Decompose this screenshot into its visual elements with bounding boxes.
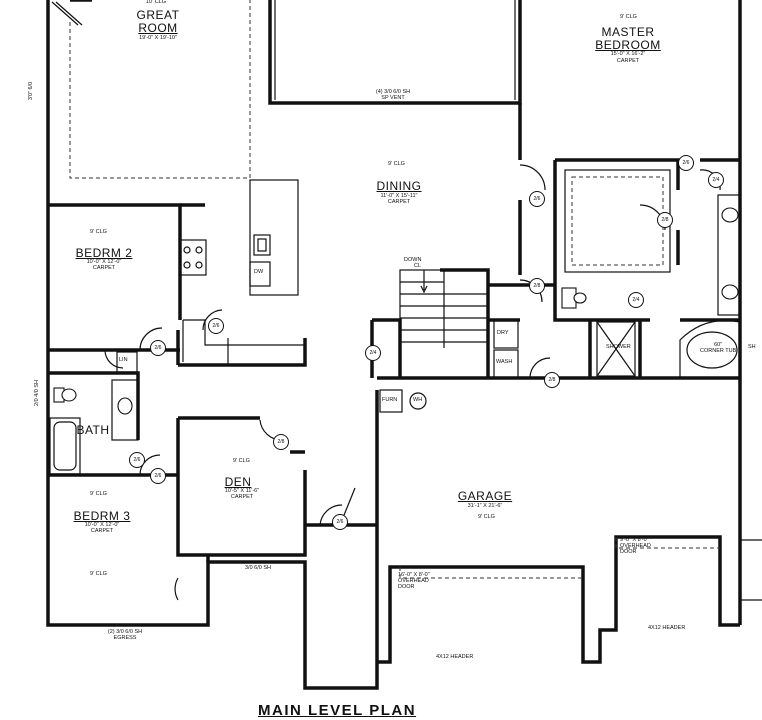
tub-head-label: 60" [714, 342, 723, 348]
master-name-line2: BEDROOM [595, 37, 661, 52]
water-heater-label: WH [413, 397, 423, 403]
great-room-ceiling: 10' CLG [146, 0, 167, 5]
overhead-door-9-line3: DOOR [620, 548, 637, 555]
shower-label: SHOWER [606, 344, 631, 350]
bedroom2-ceiling: 9' CLG [90, 229, 107, 235]
great-room-name: GREAT ROOM [128, 9, 188, 34]
door-tag: 2/4 [708, 172, 724, 188]
bedroom3-size: 10'-0" X 12'-0" [84, 522, 120, 528]
bed3-window-note-line2: EGRESS [113, 634, 137, 641]
door-tag: 2/6 [150, 468, 166, 484]
overhead-door-9-note: 9'-0" X 8'-0" OVERHEAD DOOR [620, 537, 651, 555]
master-size: 15'-0" X 16'-2" [610, 51, 646, 57]
garage-name: GARAGE [457, 489, 513, 503]
den-size: 10'-5" X 11'-6" [224, 488, 260, 494]
den-ceiling: 9' CLG [233, 458, 250, 464]
dishwasher-label: DW [254, 269, 264, 275]
den-window-note: 3/0 6/0 SH [245, 565, 271, 571]
master-name: MASTER BEDROOM [588, 26, 668, 51]
bed3-window-note: (2) 3/0 6/0 SH EGRESS [100, 629, 150, 642]
corner-tub-label: 60" CORNER TUB [700, 342, 737, 355]
stairs [399, 269, 489, 379]
bedroom2-size: 10'-0" X 12'-0" [86, 259, 122, 265]
door-tag: 2/4 [628, 292, 644, 308]
laundry [493, 319, 551, 379]
garage-ceiling: 9' CLG [478, 514, 495, 520]
bedroom2-name: BEDRM 2 [75, 246, 133, 260]
den-name: DEN [224, 475, 252, 489]
great-window-note: (4) 3/0 6/0 SH SP VENT [368, 89, 418, 102]
linen-label: LIN [119, 357, 128, 363]
header-right-note: 4X12 HEADER [648, 625, 686, 631]
stairs-down-label: DOWN [404, 257, 422, 263]
hall-bath [49, 351, 139, 475]
overhead-door-9-line2: OVERHEAD [620, 542, 651, 549]
bath-window-note: 2/0 4/0 SH [34, 380, 40, 406]
door-tag: 2/8 [544, 372, 560, 388]
dining-name: DINING [376, 179, 422, 193]
corner-tub-text: CORNER TUB [700, 347, 737, 354]
master-ceiling: 9' CLG [620, 14, 637, 20]
header-left-note: 4X12 HEADER [436, 654, 474, 660]
master-name-line1: MASTER [601, 25, 655, 39]
door-tag: 2/6 [529, 191, 545, 207]
left-window-note: 3'0" 6/0 [28, 81, 35, 101]
bedroom3-name: BEDRM 3 [73, 509, 131, 523]
door-tag: 2/8 [529, 278, 545, 294]
bed3-window-note-line1: (2) 3/0 6/0 SH [107, 629, 143, 635]
door-tag: 2/6 [678, 155, 694, 171]
door-tag: 2/8 [273, 434, 289, 450]
bedroom3-floor: CARPET [90, 528, 114, 534]
great-room-name-line1: GREAT [136, 8, 180, 22]
door-tag: 2/6 [332, 514, 348, 530]
overhead-door-16-line2: OVERHEAD [398, 577, 429, 584]
bedroom2-floor: CARPET [92, 265, 116, 271]
great-room-size: 19'-0" X 19'-10" [139, 35, 177, 41]
garage-size: 31'-1" X 21'-6" [467, 503, 503, 509]
great-room-walls [51, 0, 522, 179]
great-window-note-line2: SP VENT [381, 94, 405, 101]
interior-walls [48, 103, 740, 562]
master-floor: CARPET [616, 58, 640, 64]
door-tag: 2/6 [129, 452, 145, 468]
washer-label: WASH [496, 359, 513, 365]
kitchen [179, 179, 305, 365]
stairs-cl-label: CL [414, 263, 422, 269]
dining-size: 11'-0" X 15'-11" [380, 193, 418, 199]
dryer-label: DRY [497, 330, 509, 336]
great-room-name-line2: ROOM [138, 20, 178, 35]
plan-title: MAIN LEVEL PLAN [258, 702, 417, 719]
door-swings [104, 164, 546, 601]
dining-floor: CARPET [387, 199, 411, 205]
bath-name: BATH [76, 423, 110, 437]
shelf-label: SH [748, 344, 756, 350]
door-tag: 2/4 [365, 345, 381, 361]
furnace-label: FURN [382, 397, 398, 403]
dining-ceiling: 9' CLG [388, 161, 405, 167]
overhead-door-9-line1: 9'-0" X 8'-0" [620, 537, 649, 543]
door-tag: 2/8 [657, 212, 673, 228]
bedroom3-ceiling: 9' CLG [90, 491, 107, 497]
door-tag: 2/6 [208, 318, 224, 334]
garage-items [319, 389, 762, 601]
overhead-door-16-note: 16'-0" X 8'-0" OVERHEAD DOOR [398, 572, 430, 590]
den-floor: CARPET [230, 494, 254, 500]
overhead-door-16-line3: DOOR [398, 583, 415, 590]
door-tag: 2/6 [150, 340, 166, 356]
bedroom3-ceiling-2: 9' CLG [90, 571, 107, 577]
great-window-note-line1: (4) 3/0 6/0 SH [375, 89, 411, 95]
overhead-door-16-line1: 16'-0" X 8'-0" [398, 572, 430, 578]
